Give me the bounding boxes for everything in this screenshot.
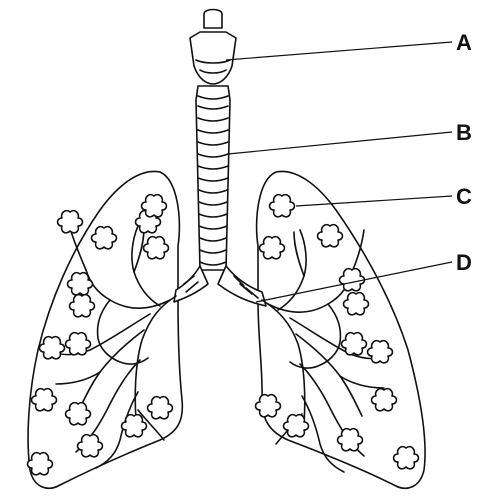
label-d: D bbox=[456, 250, 472, 275]
bronchus-icon bbox=[174, 266, 266, 306]
label-c: C bbox=[456, 184, 472, 209]
label-line-a bbox=[226, 42, 452, 60]
larynx-icon bbox=[190, 10, 236, 85]
trachea-icon bbox=[196, 86, 230, 270]
label-line-b bbox=[228, 132, 452, 154]
label-a: A bbox=[456, 30, 472, 55]
label-b: B bbox=[456, 120, 472, 145]
label-line-c bbox=[296, 196, 452, 206]
